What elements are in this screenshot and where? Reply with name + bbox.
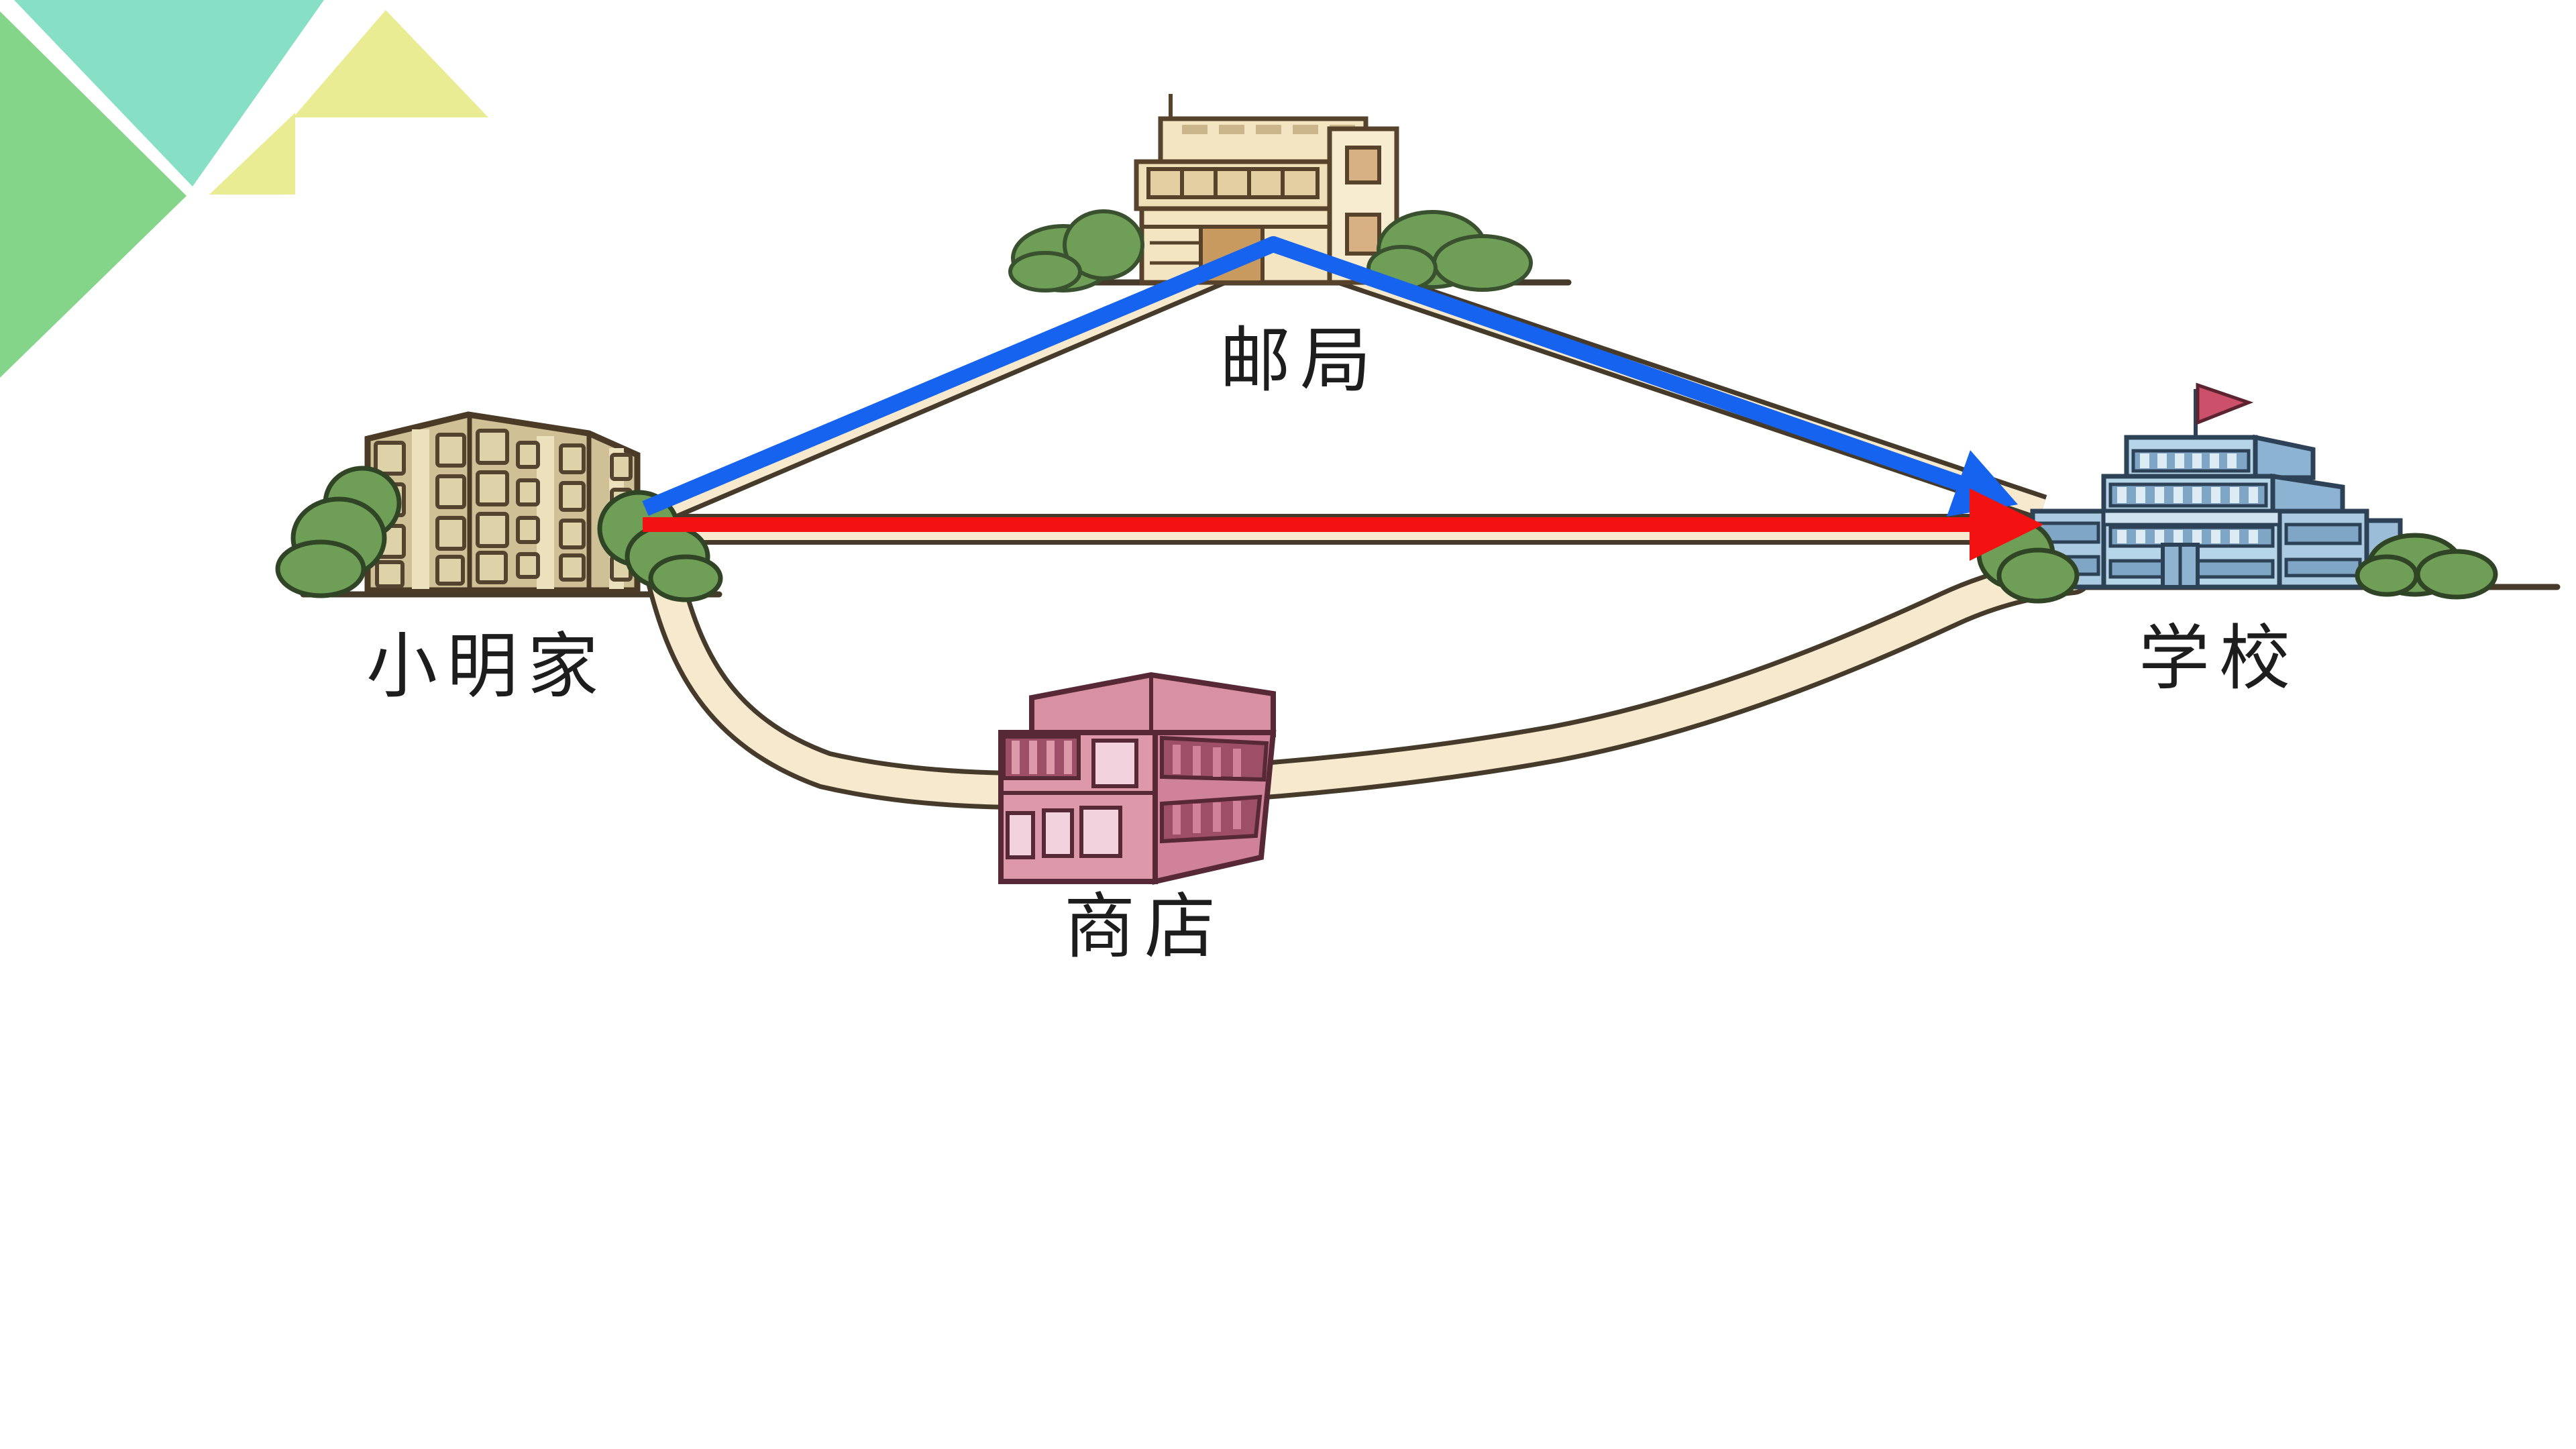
red-route-arrow: [643, 488, 2043, 561]
corner-decoration: [0, 0, 488, 378]
blue-route-arrowhead: [1947, 450, 2018, 517]
school-mid-side-face: [2270, 473, 2345, 514]
teal-triangle: [14, 0, 324, 186]
post-tower-window-top: [1345, 146, 1381, 184]
post-bush-left: [1008, 209, 1144, 292]
green-triangle: [0, 11, 186, 378]
home-label: 小明家: [366, 628, 608, 706]
post-office-illustration: [1008, 94, 1533, 292]
shop-label: 商店: [1064, 888, 1225, 967]
shop-window-a: [1006, 811, 1035, 859]
post-office-label: 邮局: [1220, 322, 1381, 400]
school-top-side-face: [2253, 434, 2316, 480]
post-bush-right: [1366, 210, 1533, 292]
school-bush-right: [2355, 533, 2498, 600]
shop-window-upper: [1091, 739, 1138, 788]
school-flag-icon: [2196, 382, 2254, 425]
post-window-mullions: [1180, 169, 1285, 197]
home-illustration: [275, 411, 723, 602]
blue-route-arrow: [642, 236, 2018, 517]
post-window-strip: [1146, 167, 1320, 199]
post-tower-window-bottom: [1345, 213, 1381, 256]
red-route-arrowhead: [1970, 488, 2043, 561]
shop-window-b: [1042, 808, 1074, 858]
blue-route-line: [642, 236, 1966, 517]
shop-illustration: [998, 672, 1277, 885]
school-illustration: [1976, 382, 2498, 604]
school-label: 学校: [2139, 620, 2300, 698]
yellow-triangle-small: [209, 113, 295, 195]
home-bush-left: [275, 466, 402, 598]
road-curved-via-shop: [645, 556, 2092, 810]
yellow-triangle-large: [293, 10, 488, 117]
shop-window-c: [1079, 806, 1122, 858]
